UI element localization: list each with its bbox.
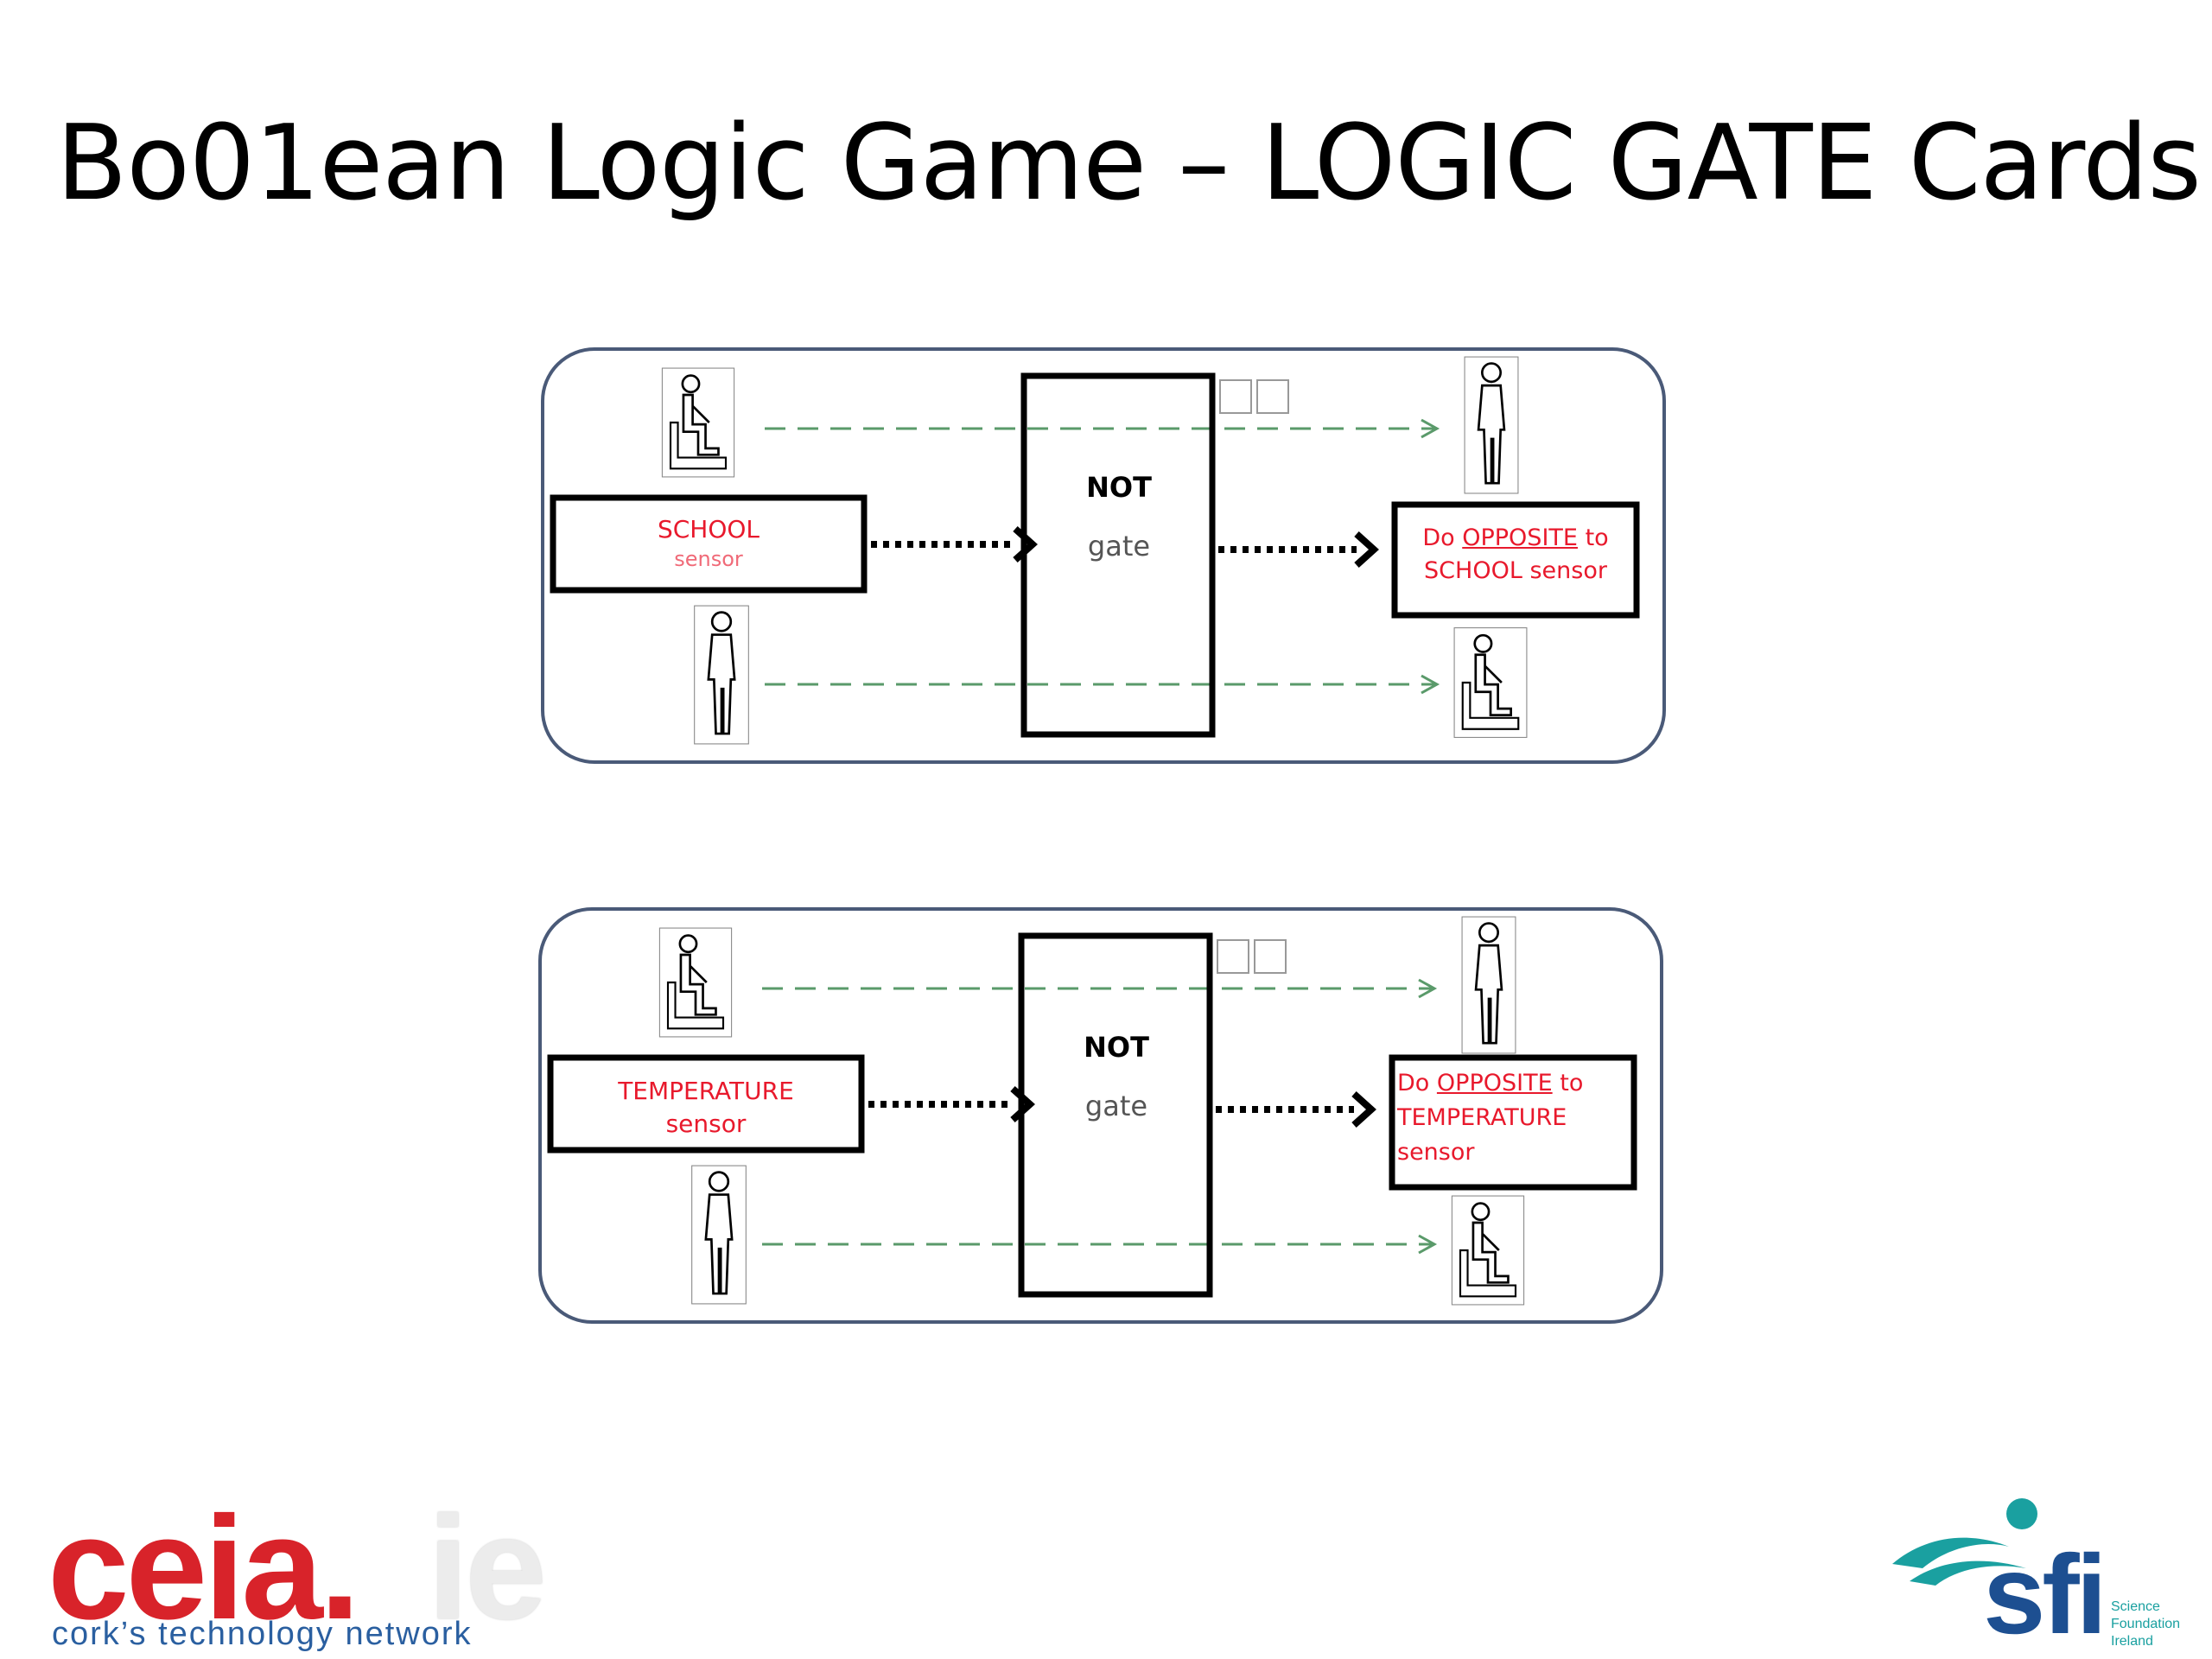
card-diagram	[541, 347, 1666, 764]
ceia-logo-mark: ceia.	[48, 1486, 360, 1650]
sfi-logo-mark: sfi	[1983, 1531, 2107, 1657]
sfi-logo-caption: Science Foundation Ireland	[2111, 1599, 2181, 1649]
input-label: TEMPERATURE sensor	[618, 1077, 794, 1138]
standing-person-icon	[690, 1165, 747, 1305]
ceia-logo: ceia. ie cork’s technology network	[48, 1486, 601, 1652]
ceia-logo-suffix: ie	[428, 1486, 547, 1650]
not-gate-card-temperature: TEMPERATURE sensor NOT gate Do OPPOSITE …	[533, 906, 1665, 1329]
standing-person-icon	[1463, 356, 1520, 494]
sfi-swoosh-icon	[1892, 1498, 2037, 1586]
standing-person-icon	[1460, 916, 1517, 1054]
card-diagram	[538, 907, 1663, 1324]
output-label: Do OPPOSITE to SCHOOL sensor	[1422, 524, 1609, 584]
seated-person-icon	[661, 367, 735, 478]
gate-label: NOT gate	[1086, 471, 1152, 563]
sfi-logo: sfi Science Foundation Ireland	[1888, 1486, 2199, 1659]
seated-person-icon	[1451, 1195, 1525, 1306]
output-label: Do OPPOSITE to TEMPERATURE sensor	[1397, 1070, 1584, 1166]
standing-person-icon	[693, 605, 750, 745]
gate-label: NOT gate	[1084, 1031, 1149, 1122]
page-title: Bo01ean Logic Game – LOGIC GATE Cards	[56, 104, 2202, 224]
seated-person-icon	[1453, 626, 1528, 739]
not-gate-card-school: SCHOOL sensor NOT gate Do OPPOSITE to SC…	[536, 346, 1668, 769]
ceia-tagline: cork’s technology network	[52, 1616, 473, 1652]
seated-person-icon	[658, 927, 733, 1038]
input-label: SCHOOL sensor	[657, 515, 760, 571]
